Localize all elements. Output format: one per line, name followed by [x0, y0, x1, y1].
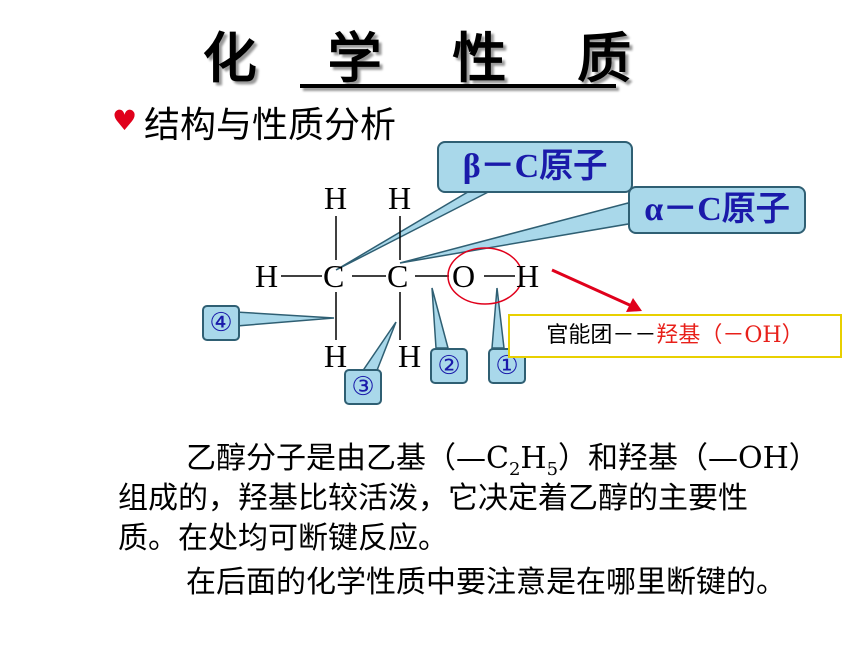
beta-carbon-callout: β－C原子 — [437, 141, 633, 193]
beta-callout-pointer — [335, 185, 501, 271]
alpha-carbon-callout: α－C原子 — [628, 186, 806, 234]
paragraph-line-1-text-b: H — [520, 441, 547, 476]
title-underline — [300, 84, 616, 88]
atom-h-bottom-right: H — [398, 338, 422, 374]
section-heading: 结构与性质分析 — [144, 105, 397, 146]
arrow-head-icon — [626, 298, 642, 312]
bond-2-pointer — [431, 287, 449, 349]
bond-label-1: ① — [488, 348, 526, 384]
subscript-5: 5 — [546, 459, 559, 480]
functional-group-box: 官能团－－羟基（－OH） — [508, 314, 842, 358]
functional-group-arrow — [551, 268, 635, 309]
atom-o: O — [452, 258, 476, 294]
subscript-2: 2 — [508, 459, 521, 480]
atom-h-right: H — [516, 258, 540, 294]
paragraph-line-3: 质。在处均可断键反应。 — [118, 521, 448, 556]
bond-label-2: ② — [430, 348, 468, 384]
atom-h-left: H — [255, 258, 279, 294]
paragraph-line-1-text-a: 乙醇分子是由乙基（—C — [186, 441, 509, 476]
paragraph-line-4: 在后面的化学性质中要注意是在哪里断键的。 — [186, 565, 786, 600]
atom-c-beta: C — [323, 258, 345, 294]
functional-group-name: 羟基（－OH） — [656, 323, 804, 348]
bond-label-4: ④ — [202, 305, 240, 341]
functional-group-prefix: 官能团－－ — [546, 323, 657, 348]
paragraph-line-2: 组成的，羟基比较活泼，它决定着乙醇的主要性 — [118, 481, 748, 516]
atom-c-alpha: C — [387, 258, 409, 294]
paragraph-line-1-text-c: ）和羟基（—OH） — [558, 441, 819, 476]
heart-bullet-icon: ♥ — [112, 104, 138, 137]
bond-label-3: ③ — [344, 369, 382, 405]
page-title: 化 学 性 质 — [202, 26, 658, 90]
bond-1-pointer — [491, 287, 505, 349]
atom-h-top-right: H — [388, 180, 412, 216]
hydroxyl-highlight-ellipse — [447, 247, 523, 305]
atom-h-top-left: H — [324, 180, 348, 216]
paragraph-line-1: 乙醇分子是由乙基（—C2H5）和羟基（—OH） — [186, 440, 819, 489]
bond-4-pointer — [235, 311, 335, 327]
atom-h-bottom-left: H — [324, 338, 348, 374]
